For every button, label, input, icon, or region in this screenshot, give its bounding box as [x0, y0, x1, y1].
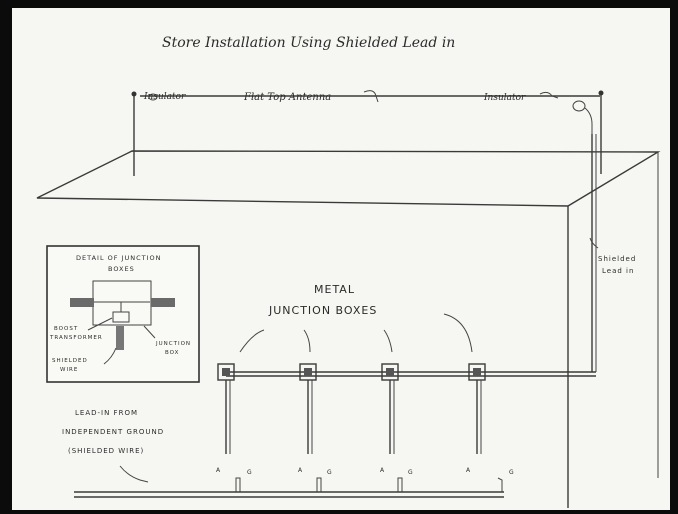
arrow-box-1-icon [239, 329, 265, 353]
arrow-box-2-icon [303, 329, 311, 353]
junction-box-detail-inset [46, 245, 200, 383]
ground-mark-4: G [509, 469, 515, 476]
ground-mark-3: G [408, 469, 414, 476]
ground-stub-3 [397, 477, 403, 493]
right-insulator-icon [572, 100, 586, 112]
shielded-label-1: Shielded [598, 255, 636, 263]
junction-box-1 [217, 363, 235, 454]
antenna-down-lead [584, 107, 593, 134]
arrow-box-3-icon [383, 329, 393, 353]
shielded-arrow-icon [589, 237, 599, 249]
detail-arrow-bottom-icon [103, 347, 117, 365]
detail-label-left-2: TRANSFORMER [49, 335, 103, 341]
diagram-canvas: Store Installation Using Shielded Lead i… [36, 35, 661, 508]
junction-box-3 [381, 363, 399, 454]
insulator-left-label: Insulator [143, 92, 186, 102]
left-mast-top [131, 91, 137, 97]
detail-label-right-1: JUNCTION [155, 341, 191, 347]
right-mast-top [598, 90, 604, 96]
left-insulator-icon [148, 93, 158, 101]
junction-box-2 [299, 363, 317, 454]
insulator-arrow-icon [539, 91, 559, 99]
detail-shielded-wire [116, 326, 124, 350]
detail-arrow-left-icon [87, 317, 113, 331]
junction-box-4 [468, 363, 486, 454]
ground-riser [497, 477, 503, 492]
ground-mark-1: G [247, 469, 253, 476]
antenna-mark-3: A [380, 467, 385, 474]
antenna-mark-1: A [216, 467, 221, 474]
lead-in-label-1: LEAD-IN FROM [75, 409, 138, 417]
detail-label-bottom-1: SHIELDED [52, 358, 88, 364]
ground-stub-2 [316, 477, 322, 493]
antenna-mark-4: A [466, 467, 471, 474]
diagram-frame: Store Installation Using Shielded Lead i… [12, 8, 670, 510]
insulator-right-label: Insulator [483, 93, 526, 103]
arrow-box-4-icon [443, 313, 473, 353]
detail-label-right-2: BOX [165, 350, 179, 356]
detail-title-1: DETAIL OF JUNCTION [76, 254, 162, 262]
detail-arrow-right-icon [143, 325, 156, 339]
ground-stub-1 [235, 477, 241, 493]
building-roof [36, 150, 661, 207]
metal-label: METAL [314, 283, 355, 296]
flat-top-antenna-label: Flat Top Antenna [243, 92, 331, 103]
detail-title-2: BOXES [108, 265, 135, 273]
shielded-label-2: Lead in [602, 267, 634, 275]
junction-boxes-label: JUNCTION BOXES [268, 304, 377, 317]
detail-right-cable [151, 298, 175, 307]
lead-in-label-2: INDEPENDENT GROUND [62, 428, 164, 436]
lead-in-label-3: (SHIELDED WIRE) [68, 447, 144, 455]
detail-label-left-1: BOOST [54, 326, 78, 332]
diagram-title: Store Installation Using Shielded Lead i… [162, 35, 455, 51]
detail-left-cable [70, 298, 94, 307]
detail-label-bottom-2: WIRE [60, 367, 78, 373]
antenna-arrow-icon [363, 90, 379, 103]
lead-in-arrow-icon [119, 465, 149, 483]
antenna-mark-2: A [298, 467, 303, 474]
ground-mark-2: G [327, 469, 333, 476]
